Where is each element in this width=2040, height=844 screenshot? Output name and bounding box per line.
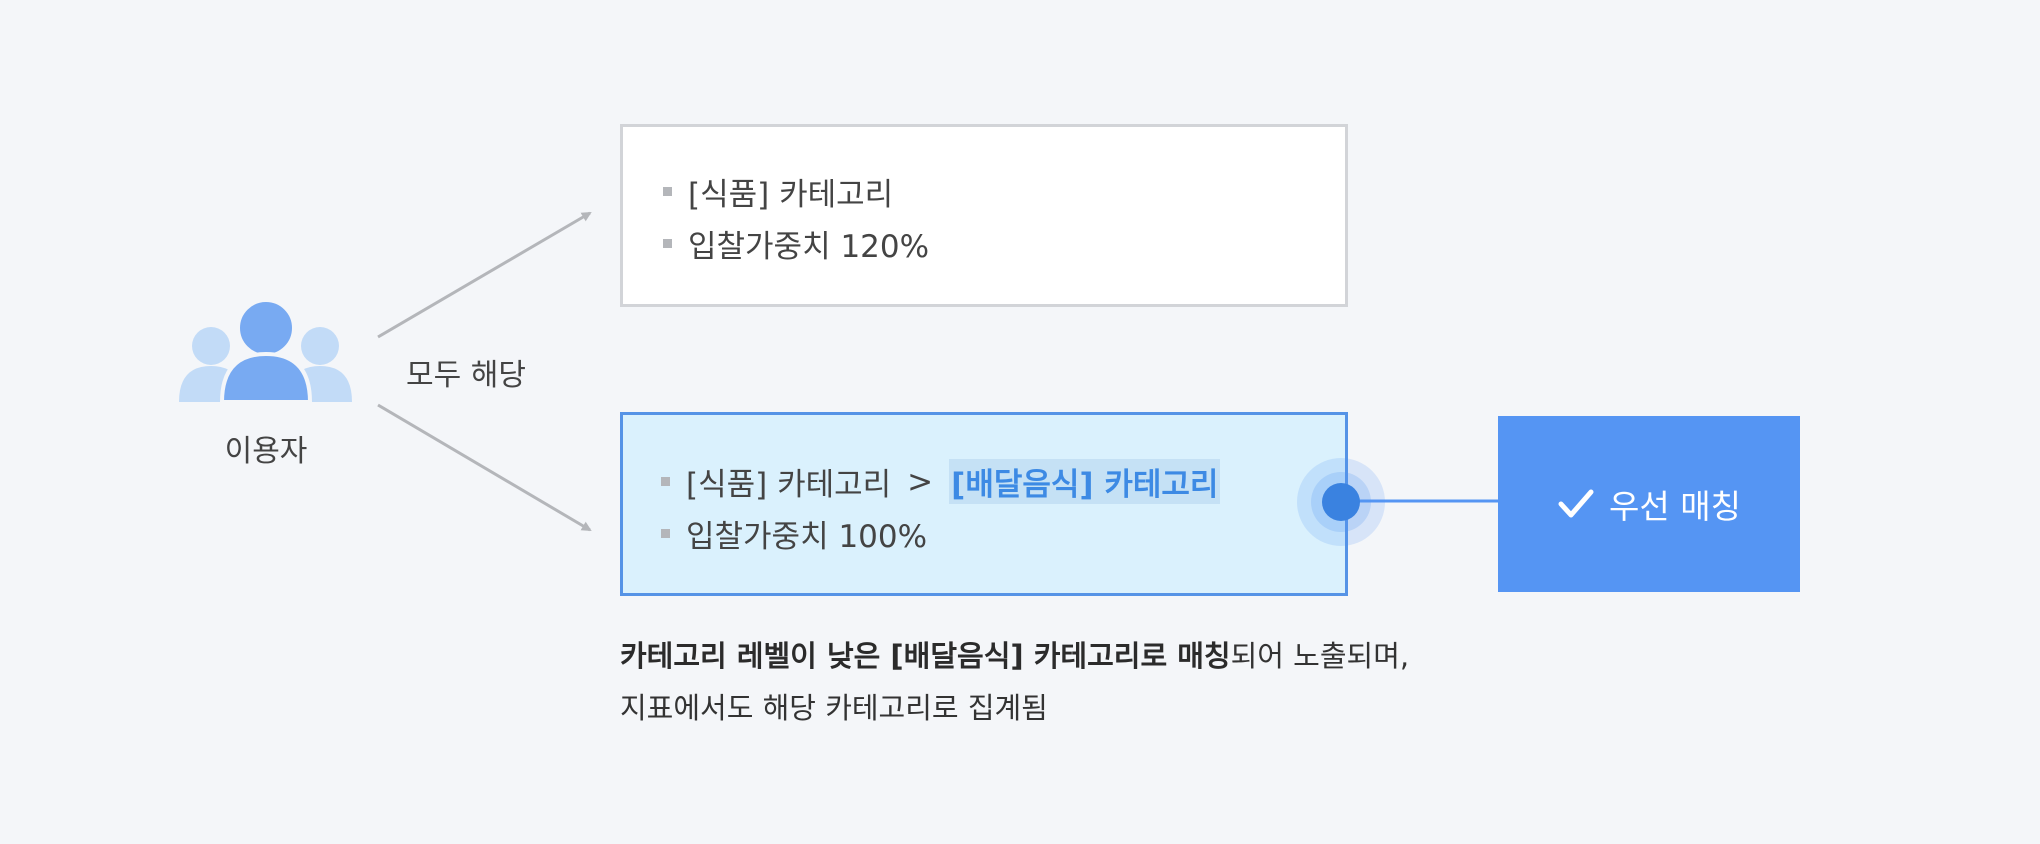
result-label: 우선 매칭 <box>1609 487 1741 526</box>
description-line-1: 카테고리 레벨이 낮은 [배달음식] 카테고리로 매칭되어 노출되며, <box>620 630 1409 682</box>
description-line-2: 지표에서도 해당 카테고리로 집계됨 <box>620 691 1048 725</box>
bottom-box-child-category: [배달음식] 카테고리 <box>949 459 1221 504</box>
check-icon <box>1557 487 1595 521</box>
edge-label: 모두 해당 <box>406 358 526 393</box>
bullet-icon <box>663 239 672 248</box>
bottom-category-box: [식품] 카테고리 > [배달음식] 카테고리 입찰가중치 100% <box>620 412 1348 596</box>
description-rest-text: 되어 노출되며, <box>1230 639 1410 673</box>
arrow-to-top-box <box>377 211 592 339</box>
top-box-category-text: [식품] 카테고리 <box>688 177 894 213</box>
description: 카테고리 레벨이 낮은 [배달음식] 카테고리로 매칭되어 노출되며, 지표에서… <box>620 630 1409 734</box>
bottom-box-category-item: [식품] 카테고리 > [배달음식] 카테고리 <box>661 459 1221 504</box>
bullet-icon <box>661 529 670 538</box>
category-separator: > <box>907 463 934 500</box>
bullet-icon <box>661 477 670 486</box>
arrow-to-bottom-box <box>377 403 592 532</box>
top-box-weight-text: 입찰가중치 120% <box>688 229 930 265</box>
top-category-box: [식품] 카테고리 입찰가중치 120% <box>620 124 1348 307</box>
top-box-weight-item: 입찰가중치 120% <box>663 221 929 266</box>
connector-node-icon <box>1297 458 1385 546</box>
top-box-category-item: [식품] 카테고리 <box>663 169 893 214</box>
bottom-box-weight-text: 입찰가중치 100% <box>686 519 928 555</box>
bullet-icon <box>663 187 672 196</box>
bottom-box-weight-item: 입찰가중치 100% <box>661 511 927 556</box>
user-label: 이용자 <box>224 434 308 469</box>
description-bold-text: 카테고리 레벨이 낮은 [배달음식] 카테고리로 매칭 <box>620 639 1231 673</box>
users-icon <box>179 298 352 404</box>
priority-match-result: 우선 매칭 <box>1498 416 1800 592</box>
bottom-box-parent-category: [식품] 카테고리 <box>686 467 892 503</box>
